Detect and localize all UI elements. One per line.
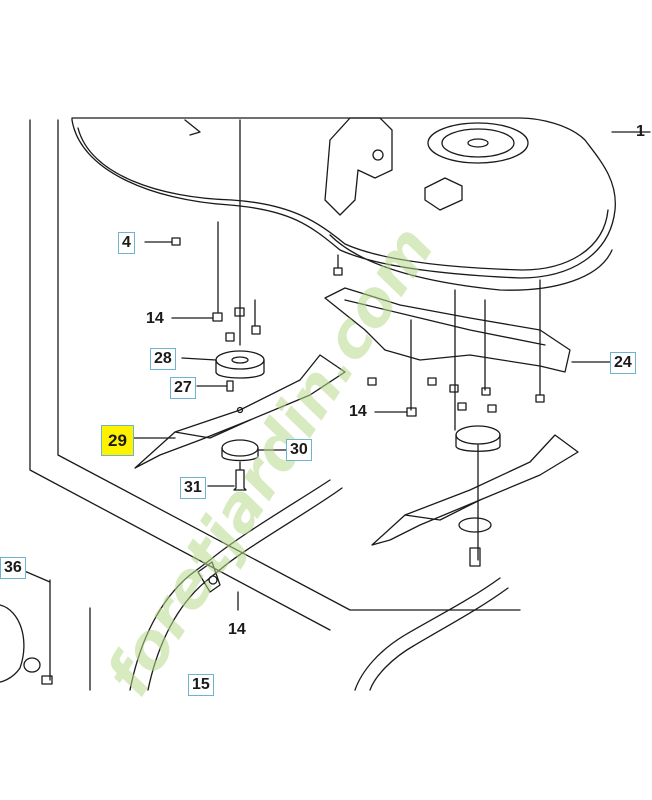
deck-cover-plate — [424, 177, 463, 211]
part-label-4: 4 — [118, 232, 135, 254]
bearing-28-bore — [231, 356, 249, 364]
nut-left-2 — [234, 307, 245, 317]
part-label-31: 31 — [180, 477, 206, 499]
part-label-29-highlighted: 29 — [101, 425, 134, 456]
nut-mid-4 — [449, 384, 459, 393]
blade-29 — [134, 354, 346, 469]
tube-right — [354, 577, 501, 691]
blade-29-hole — [236, 406, 244, 414]
mower-deck-lower-edge — [329, 234, 613, 291]
frame-line-left — [29, 119, 331, 631]
bracket-hole — [372, 149, 384, 161]
part-label-27: 27 — [170, 377, 196, 399]
ring-left — [23, 657, 41, 673]
lift-arm-tube-inner — [147, 487, 343, 691]
part-label-30: 30 — [286, 439, 312, 461]
deck-tab — [184, 119, 201, 136]
frame-line-inner — [57, 119, 521, 611]
part-label-28: 28 — [150, 348, 176, 370]
nut-mid-3 — [427, 377, 437, 386]
lift-arm-tube — [129, 479, 331, 691]
nut-right-4 — [535, 394, 545, 403]
nut-14-left — [212, 312, 223, 322]
mower-deck-outline — [71, 117, 616, 279]
nut-4 — [171, 237, 181, 246]
tube-right-inner — [369, 587, 509, 691]
nut-left-3 — [251, 325, 261, 335]
leader-36 — [21, 569, 51, 583]
nut-right-3 — [487, 404, 497, 413]
spindle-hub-rim — [427, 122, 529, 164]
nut-mid-2 — [367, 377, 377, 386]
key-27 — [226, 380, 234, 392]
part-label-24: 24 — [610, 352, 636, 374]
part-label-1: 1 — [636, 123, 645, 140]
spindle-hub-inner — [441, 128, 515, 158]
part-label-15: 15 — [188, 674, 214, 696]
washer-right — [458, 517, 492, 533]
blade-29-edge — [174, 419, 251, 439]
washer-30-side — [221, 447, 259, 462]
blade-right — [371, 434, 579, 546]
nut-right-2 — [457, 402, 467, 411]
bearing-28-side — [215, 359, 265, 379]
pulley-left — [0, 604, 25, 683]
nut-left-4 — [225, 332, 235, 342]
nut-right — [481, 387, 491, 396]
part-label-14-top: 14 — [146, 310, 164, 327]
bearing-right-top — [455, 425, 501, 445]
leader-28 — [181, 357, 217, 361]
lift-arm-bracket — [197, 561, 221, 593]
part-label-36: 36 — [0, 557, 26, 579]
deflector-bar — [324, 287, 571, 373]
blade-right-edge — [404, 499, 481, 521]
part-label-14-mid: 14 — [349, 403, 367, 420]
washer-30 — [221, 439, 259, 457]
part-label-14-bottom: 14 — [228, 621, 246, 638]
nut-mid — [333, 267, 343, 276]
deflector-bar-crease — [344, 299, 546, 346]
deck-mount-bracket — [324, 117, 393, 216]
nut-left-edge — [41, 675, 53, 685]
spindle-hub-center — [467, 138, 489, 148]
lift-arm-hole — [208, 575, 218, 585]
bearing-28-top — [215, 350, 265, 370]
bolt-31 — [233, 469, 247, 491]
mower-deck-rim — [77, 127, 609, 271]
bolt-right — [469, 547, 481, 567]
